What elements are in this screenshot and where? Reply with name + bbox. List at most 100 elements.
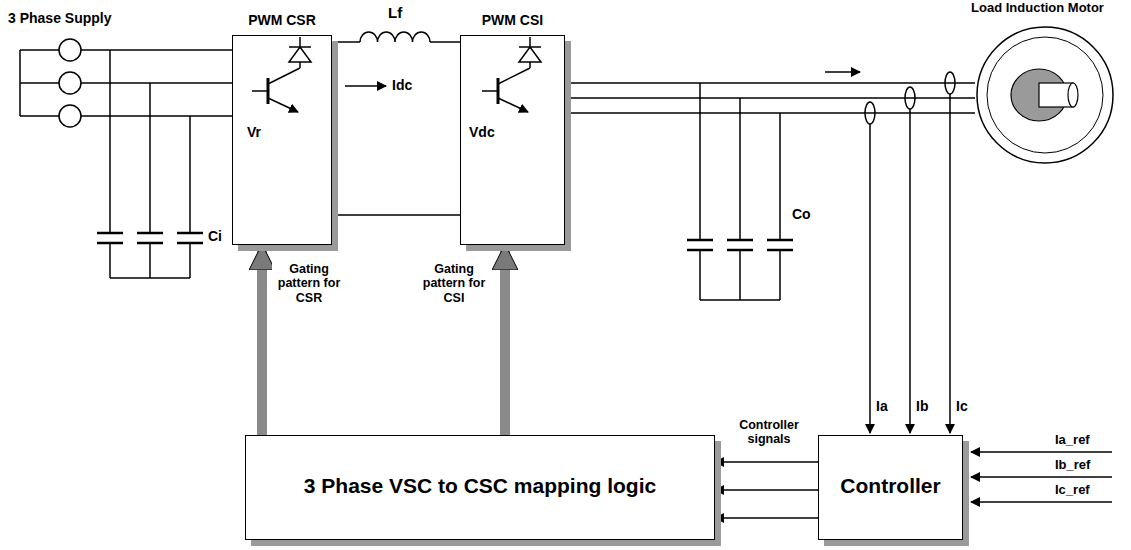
gating-arrow bbox=[500, 246, 510, 435]
drawing-part bbox=[519, 47, 541, 62]
signal-label: Co bbox=[792, 206, 811, 222]
block-title: 3 Phase VSC to CSC mapping logic bbox=[246, 474, 714, 498]
drawing-part bbox=[498, 98, 528, 112]
block-title: PWM CSR bbox=[213, 12, 351, 28]
drawing-part bbox=[971, 476, 1112, 478]
drawing-part bbox=[177, 232, 203, 235]
signal-label: Ci bbox=[208, 228, 222, 244]
drawing-part bbox=[905, 87, 915, 109]
wire-connector bbox=[715, 461, 818, 463]
edge-label: Controller signals bbox=[727, 418, 811, 447]
ac-supply bbox=[20, 39, 232, 127]
wire-connector bbox=[715, 517, 818, 519]
signal-label: Ib bbox=[916, 398, 928, 414]
block-title: PWM CSI bbox=[441, 12, 584, 28]
drawing-part bbox=[739, 98, 741, 240]
signal-label: Idc bbox=[392, 77, 412, 93]
drawing-part bbox=[20, 115, 59, 117]
drawing-part bbox=[289, 46, 311, 48]
drawing-part bbox=[779, 250, 781, 300]
switch-symbols bbox=[252, 37, 541, 112]
signal-label: Lf bbox=[388, 4, 402, 21]
drawing-part bbox=[299, 62, 301, 68]
drawing-part bbox=[727, 239, 753, 242]
signal-label: Ib_ref bbox=[1055, 458, 1090, 473]
wire-connector bbox=[565, 112, 975, 114]
inverter-box: PWM CSIVdc bbox=[460, 35, 565, 245]
drawing-part bbox=[59, 105, 81, 127]
signal-label: Ic_ref bbox=[1055, 483, 1090, 498]
drawing-part bbox=[949, 94, 951, 433]
drawing-part bbox=[945, 72, 955, 94]
drawing-part bbox=[909, 109, 911, 433]
mapping-logic-box: 3 Phase VSC to CSC mapping logic bbox=[245, 435, 715, 540]
output-capacitors bbox=[687, 83, 793, 300]
drawing-part bbox=[482, 90, 498, 92]
drawing-part bbox=[59, 72, 81, 94]
drawing-part bbox=[767, 239, 793, 242]
drawing-part bbox=[519, 46, 541, 48]
converter-box: PWM CSRVr bbox=[232, 35, 332, 245]
drawing-part bbox=[430, 41, 460, 43]
drawing-part bbox=[699, 83, 701, 240]
block-title: Controller bbox=[819, 474, 962, 498]
drawing-part bbox=[699, 250, 701, 300]
drawing-part bbox=[529, 62, 531, 68]
drawing-part bbox=[360, 32, 430, 42]
motor-part bbox=[987, 37, 1103, 153]
drawing-part bbox=[865, 102, 875, 124]
drawing-part bbox=[498, 68, 530, 84]
input-capacitors bbox=[97, 50, 203, 278]
edge-label: Gating pattern for CSR bbox=[272, 262, 346, 305]
reference-inputs bbox=[971, 452, 1112, 502]
drawing-part bbox=[81, 82, 232, 84]
drawing-part bbox=[345, 85, 386, 87]
signal-label: 3 Phase Supply bbox=[8, 10, 111, 26]
drawing-part bbox=[739, 250, 741, 300]
drawing-part bbox=[289, 47, 311, 62]
drawing-part bbox=[109, 50, 111, 233]
wire-connector bbox=[565, 97, 975, 99]
drawing-part bbox=[20, 82, 59, 84]
motor-part bbox=[977, 27, 1113, 163]
drawing-part bbox=[149, 83, 151, 233]
drawing-part bbox=[700, 299, 780, 301]
motor-symbol: Load Induction Motor bbox=[975, 25, 1115, 165]
motor-part bbox=[1068, 83, 1078, 107]
drawing-part bbox=[252, 90, 268, 92]
drawing-part bbox=[189, 243, 191, 278]
drawing-part bbox=[268, 98, 298, 112]
current-sensors bbox=[825, 72, 955, 433]
signal-label: Ia bbox=[876, 398, 888, 414]
edge-label: Gating pattern for CSI bbox=[416, 262, 492, 305]
wire-connector bbox=[332, 214, 460, 216]
wire-connector bbox=[715, 489, 818, 491]
drawing-part bbox=[20, 49, 59, 51]
drawing-part bbox=[779, 113, 781, 240]
motor-title: Load Induction Motor bbox=[955, 1, 1120, 16]
gating-arrow bbox=[257, 246, 267, 435]
voltage-label: Vdc bbox=[469, 124, 495, 140]
drawing-part bbox=[110, 277, 190, 279]
drawing-part bbox=[971, 451, 1112, 453]
controller-box: Controller bbox=[818, 435, 963, 540]
drawing-part bbox=[971, 501, 1112, 503]
drawing-part bbox=[137, 232, 163, 235]
drawing-part bbox=[59, 39, 81, 61]
drawing-part bbox=[825, 71, 860, 73]
signal-label: Ia_ref bbox=[1055, 433, 1090, 448]
wire-connector bbox=[565, 82, 975, 84]
drawing-part bbox=[268, 68, 300, 84]
drawing-part bbox=[189, 116, 191, 233]
drawing-part bbox=[81, 115, 232, 117]
drawing-part bbox=[333, 41, 360, 43]
drawing-part bbox=[687, 239, 713, 242]
signal-label: Ic bbox=[956, 398, 968, 414]
drawing-part bbox=[869, 124, 871, 433]
drawing-part bbox=[97, 232, 123, 235]
drawing-part bbox=[81, 49, 232, 51]
voltage-label: Vr bbox=[247, 124, 261, 140]
drawing-part bbox=[149, 243, 151, 278]
motor-outline bbox=[975, 25, 1115, 165]
